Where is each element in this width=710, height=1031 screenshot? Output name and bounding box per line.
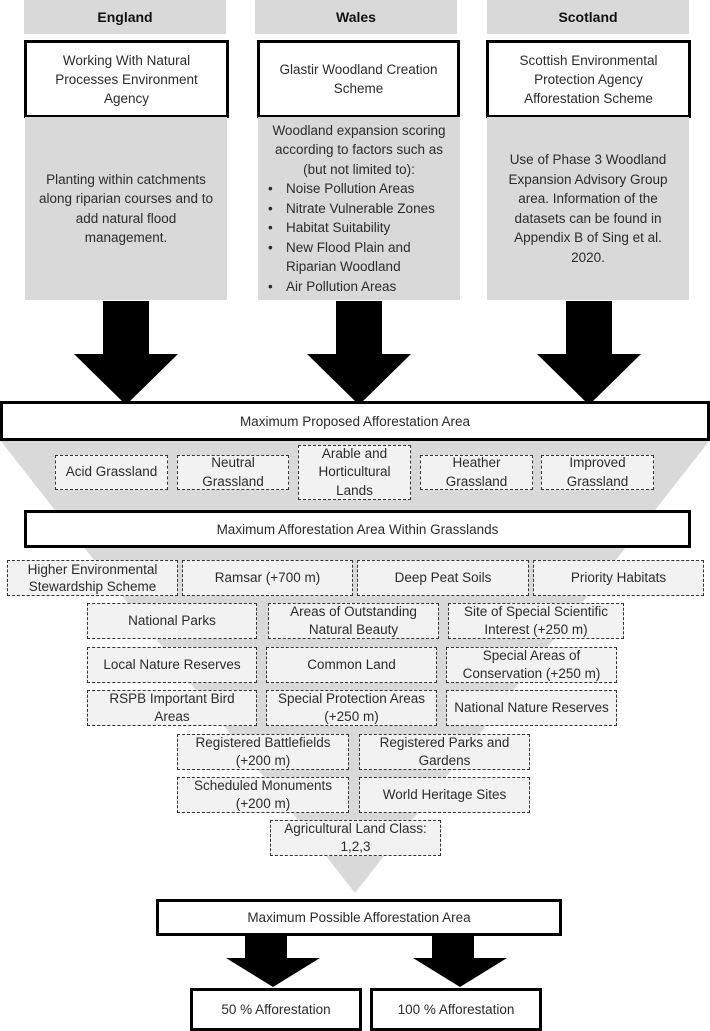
constraint-common-land: Common Land	[266, 647, 437, 683]
constraint-local-nature-reserves: Local Nature Reserves	[87, 647, 257, 683]
constraint-agricultural-land-class: Agricultural Land Class: 1,2,3	[270, 820, 441, 856]
grassland-acid: Acid Grassland	[55, 455, 168, 490]
wales-factor: Air Pollution Areas	[268, 277, 454, 297]
constraint-priority-habitats: Priority Habitats	[533, 560, 704, 596]
constraint-battlefields: Registered Battlefields (+200 m)	[177, 734, 349, 770]
wales-factor: Nitrate Vulnerable Zones	[268, 199, 454, 219]
header-england: England	[24, 0, 226, 34]
constraint-deep-peat: Deep Peat Soils	[357, 560, 529, 596]
arrow-100	[413, 933, 507, 987]
scheme-scotland: Scottish Environmental Protection Agency…	[486, 40, 691, 118]
grassland-improved: Improved Grassland	[541, 455, 654, 490]
outcome-100-percent: 100 % Afforestation	[370, 988, 542, 1031]
header-wales: Wales	[255, 0, 457, 34]
arrow-50	[226, 933, 320, 987]
wales-factor: New Flood Plain and Riparian Woodland	[268, 238, 454, 277]
constraint-nnr: National Nature Reserves	[446, 690, 617, 726]
description-scotland: Use of Phase 3 Woodland Expansion Adviso…	[487, 117, 689, 300]
constraint-aonb: Areas of Outstanding Natural Beauty	[268, 603, 439, 639]
grassland-neutral: Neutral Grassland	[177, 455, 289, 490]
constraint-scheduled-monuments: Scheduled Monuments (+200 m)	[177, 777, 349, 813]
stage-max-proposed-area: Maximum Proposed Afforestation Area	[0, 401, 710, 441]
grassland-heather: Heather Grassland	[420, 455, 533, 490]
constraint-sssi: Site of Special Scientific Interest (+25…	[448, 603, 624, 639]
wales-factor: Noise Pollution Areas	[268, 179, 454, 199]
header-scotland: Scotland	[487, 0, 689, 34]
arrow-scotland	[537, 301, 641, 405]
constraint-national-parks: National Parks	[87, 603, 257, 639]
scheme-england: Working With Natural Processes Environme…	[24, 40, 229, 118]
header-label: England	[97, 9, 153, 25]
constraint-spa: Special Protection Areas (+250 m)	[266, 690, 437, 726]
header-label: Wales	[336, 9, 376, 25]
stage-max-grasslands: Maximum Afforestation Area Within Grassl…	[24, 510, 691, 548]
arrow-wales	[307, 301, 411, 405]
header-label: Scotland	[558, 9, 618, 25]
constraint-ramsar: Ramsar (+700 m)	[182, 560, 353, 596]
wales-factor-list: Noise Pollution Areas Nitrate Vulnerable…	[264, 179, 454, 296]
constraint-rspb: RSPB Important Bird Areas	[87, 690, 257, 726]
constraint-sac: Special Areas of Conservation (+250 m)	[446, 647, 617, 683]
wales-intro: Woodland expansion scoring according to …	[272, 122, 446, 177]
grassland-arable: Arable and Horticultural Lands	[298, 445, 411, 500]
description-wales: Woodland expansion scoring according to …	[258, 117, 460, 300]
constraint-world-heritage: World Heritage Sites	[359, 777, 530, 813]
constraint-parks-gardens: Registered Parks and Gardens	[359, 734, 530, 770]
scheme-wales: Glastir Woodland Creation Scheme	[257, 40, 460, 118]
description-england: Planting within catchments along riparia…	[25, 117, 227, 300]
arrow-england	[74, 301, 178, 405]
wales-factor: Habitat Suitability	[268, 218, 454, 238]
stage-max-possible-area: Maximum Possible Afforestation Area	[156, 899, 562, 936]
constraint-hess: Higher Environmental Stewardship Scheme	[7, 560, 178, 596]
outcome-50-percent: 50 % Afforestation	[190, 988, 362, 1031]
